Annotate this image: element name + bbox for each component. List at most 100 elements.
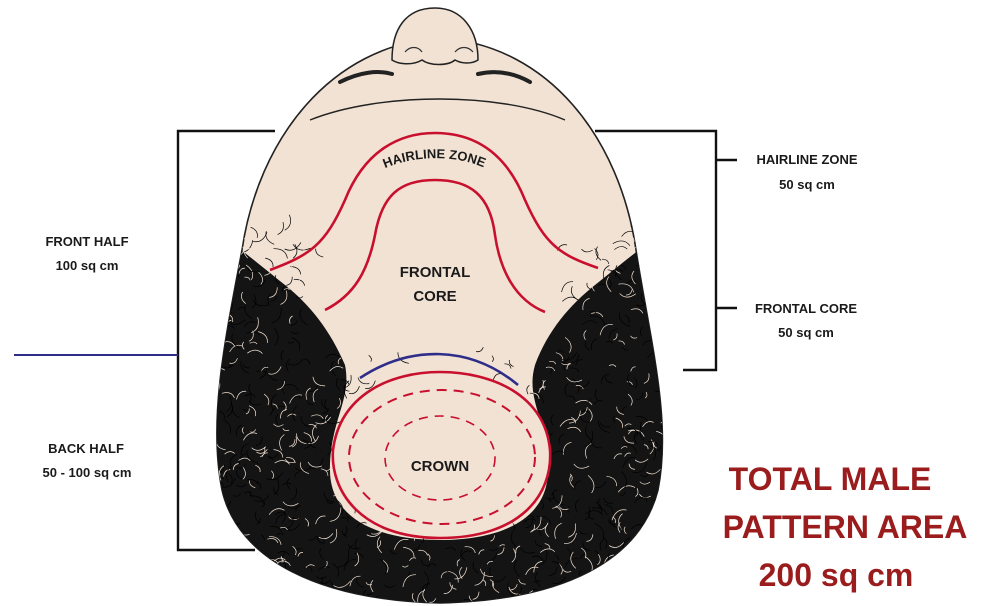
hair-strand — [671, 406, 687, 411]
hair-strand — [204, 350, 214, 364]
front-half-area: 100 sq cm — [56, 258, 119, 273]
hair-strand — [644, 528, 656, 532]
hair-strand — [192, 507, 202, 509]
hair-strand — [659, 373, 665, 386]
hair-strand — [612, 588, 617, 603]
nose — [392, 8, 478, 65]
hair-strand — [668, 478, 670, 487]
hair-strand — [198, 311, 208, 314]
hair-strand — [663, 316, 669, 320]
hair-strand — [677, 460, 686, 463]
hair-strand — [207, 328, 208, 334]
hair-strand — [675, 395, 679, 409]
hair-strand — [668, 365, 674, 378]
hair-strand — [253, 577, 259, 593]
hair-strand — [335, 593, 346, 600]
hair-strand — [192, 391, 203, 395]
hair-strand — [598, 596, 600, 605]
hair-strand — [209, 258, 223, 268]
hair-strand — [652, 564, 658, 567]
hair-strand — [506, 600, 515, 603]
hair-strand — [660, 551, 669, 564]
hair-strand — [650, 526, 655, 531]
hair-strand — [615, 556, 617, 563]
hair-strand — [284, 600, 293, 603]
total-line1: TOTAL MALE — [729, 461, 932, 497]
hair-strand — [210, 579, 216, 591]
hair-strand — [678, 391, 682, 398]
hair-strand — [662, 255, 667, 266]
hair-strand — [199, 396, 205, 399]
hair-strand — [666, 416, 674, 423]
hair-strand — [209, 359, 217, 369]
hair-strand — [648, 535, 654, 539]
hair-strand — [278, 576, 293, 583]
hair-strand — [213, 360, 218, 371]
hair-strand — [299, 595, 306, 603]
hair-strand — [665, 381, 670, 391]
hair-strand — [659, 363, 662, 370]
hair-strand — [667, 353, 672, 370]
hairline-zone-area: 50 sq cm — [779, 177, 835, 192]
hair-strand — [337, 601, 344, 605]
hair-strand — [594, 573, 601, 582]
hair-strand — [640, 576, 643, 582]
hair-strand — [216, 258, 222, 274]
hair-strand — [219, 238, 229, 243]
hair-strand — [674, 400, 679, 417]
hair-strand — [538, 598, 546, 603]
hair-strand — [193, 564, 202, 579]
hair-strand — [650, 307, 654, 313]
hair-strand — [667, 495, 678, 498]
hair-strand — [244, 570, 248, 584]
frontal-core-title: FRONTAL CORE — [755, 301, 857, 316]
hair-strand — [601, 576, 612, 588]
hair-strand — [222, 314, 226, 331]
hair-strand — [661, 380, 669, 389]
hair-strand — [599, 593, 604, 599]
hair-strand — [582, 600, 586, 606]
hair-strand — [203, 574, 211, 581]
hair-strand — [646, 253, 659, 257]
hair-strand — [661, 554, 664, 560]
hair-strand — [624, 554, 639, 559]
hair-strand — [228, 545, 232, 562]
hair-strand — [217, 510, 229, 515]
hair-strand — [228, 231, 231, 238]
total-line3: 200 sq cm — [759, 557, 914, 593]
hair-strand — [594, 593, 600, 606]
hair-strand — [205, 380, 213, 382]
hair-strand — [271, 576, 280, 587]
hair-strand — [197, 453, 204, 458]
hair-strand — [593, 595, 597, 605]
hair-strand — [676, 338, 689, 350]
hair-strand — [573, 579, 587, 587]
hairline-zone-title: HAIRLINE ZONE — [756, 152, 857, 167]
hair-strand — [645, 555, 661, 561]
hair-strand — [202, 436, 206, 450]
hair-strand — [259, 571, 269, 579]
hair-strand — [664, 530, 672, 534]
hair-strand — [210, 410, 216, 412]
hair-strand — [268, 574, 271, 582]
hair-strand — [295, 588, 301, 599]
hair-strand — [222, 242, 233, 248]
hair-strand — [663, 261, 672, 269]
hair-strand — [676, 290, 692, 294]
hair-strand — [235, 249, 242, 251]
hair-strand — [654, 248, 656, 255]
hair-strand — [221, 307, 229, 310]
hair-strand — [557, 589, 564, 594]
hair-strand — [614, 597, 616, 605]
hair-strand — [664, 529, 675, 542]
hair-strand — [652, 337, 665, 348]
hair-strand — [666, 277, 668, 285]
hair-strand — [635, 589, 639, 604]
hair-strand — [219, 255, 227, 263]
hair-strand — [276, 588, 280, 594]
hair-strand — [671, 234, 674, 248]
hair-strand — [193, 544, 211, 549]
hair-strand — [667, 326, 673, 329]
hair-strand — [666, 358, 676, 361]
hair-strand — [200, 564, 207, 566]
